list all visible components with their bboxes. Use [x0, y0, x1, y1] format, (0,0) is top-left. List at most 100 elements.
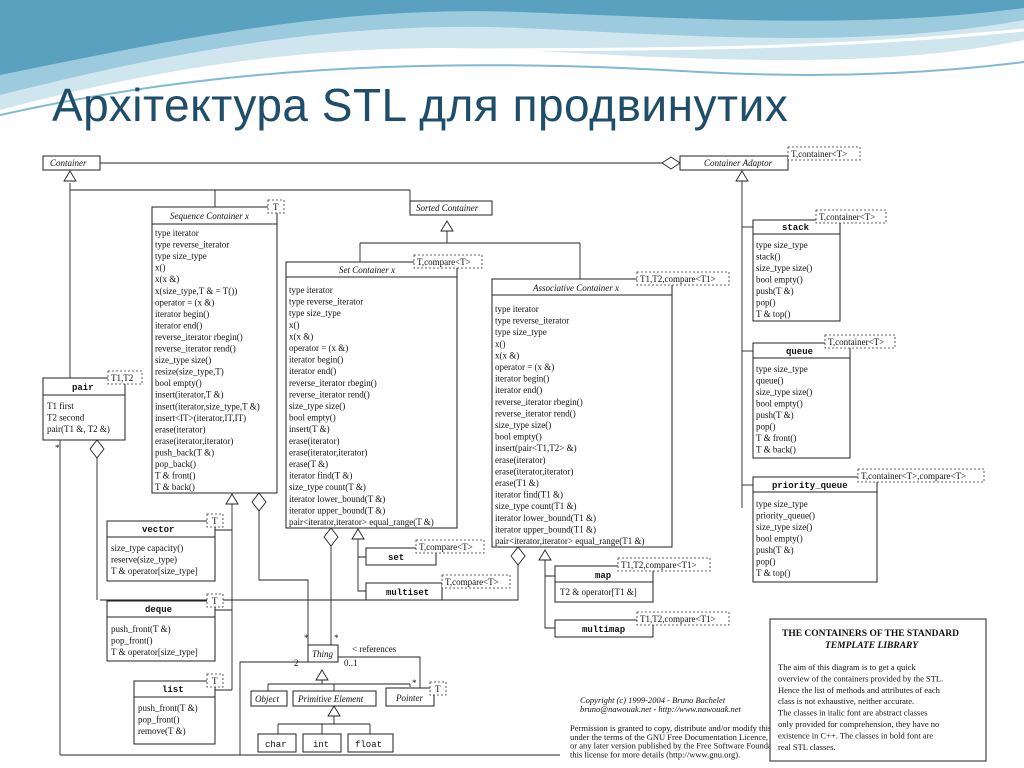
member-line: x(x &): [289, 331, 313, 341]
svg-text:bruno@nawouak.net - http://www: bruno@nawouak.net - http://www.nawouak.n…: [580, 704, 742, 714]
member-line: x(x &): [155, 274, 179, 284]
class-priority-queue: priority_queue T,container<T>,compare<T>…: [753, 469, 984, 582]
member-line: resize(size_type,T): [155, 367, 224, 377]
member-line: x(size_type,T & = T()): [155, 286, 237, 296]
member-line: iterator end(): [495, 385, 542, 395]
member-line: erase(iterator,iterator): [155, 436, 233, 446]
class-set-container: Set Container x T,compare<T> type iterat…: [286, 255, 482, 528]
member-line: push(T &): [756, 545, 794, 555]
member-line: bool empty(): [495, 432, 542, 442]
member-line: bool empty(): [756, 534, 803, 544]
member-line: type size_type: [756, 240, 808, 250]
class-stack: stack T,container<T> type size_typestack…: [753, 210, 886, 321]
member-line: erase(iterator): [289, 436, 339, 446]
member-line: type reverse_iterator: [155, 240, 229, 250]
class-float: float: [348, 734, 393, 752]
class-map: map T1,T2,compare<T1> T2 & operator[T1 &…: [555, 558, 710, 602]
svg-text:Primitive Element: Primitive Element: [297, 694, 364, 704]
member-line: iterator begin(): [495, 374, 549, 384]
member-line: size_type count(T &): [289, 482, 366, 492]
svg-text:queue: queue: [786, 347, 813, 357]
member-line: type iterator: [495, 304, 539, 314]
member-line: type size_type: [289, 308, 341, 318]
member-line: reserve(size_type): [111, 555, 177, 565]
svg-text:stack: stack: [782, 223, 810, 233]
svg-text:T,compare<T>: T,compare<T>: [417, 257, 471, 267]
member-line: The aim of this diagram is to get a quic…: [778, 662, 916, 672]
member-line: size_type size(): [756, 387, 812, 397]
member-line: x(x &): [495, 350, 519, 360]
svg-text:pair: pair: [72, 383, 94, 393]
svg-text:Sequence Container x: Sequence Container x: [170, 211, 249, 221]
member-line: x(): [155, 263, 166, 273]
member-line: size_type size(): [756, 522, 812, 532]
member-line: remove(T &): [138, 726, 186, 736]
svg-text:char: char: [265, 740, 287, 750]
class-set: set T,compare<T>: [366, 540, 484, 565]
svg-text:int: int: [313, 740, 329, 750]
member-line: pop_front(): [111, 636, 153, 646]
member-line: this license for more details (http://ww…: [570, 749, 740, 759]
svg-text:*: *: [304, 633, 309, 643]
slide-title: Архітектура STL для продвинутих: [52, 78, 788, 132]
class-associative-container: Associative Container x T1,T2,compare<T1…: [492, 272, 729, 547]
svg-text:T2 & operator[T1 &]: T2 & operator[T1 &]: [560, 587, 637, 597]
class-pair: pair T1,T2 T1 firstT2 secondpair(T1 &, T…: [43, 371, 142, 453]
member-line: iterator lower_bound(T &): [289, 494, 385, 504]
member-line: reverse_iterator rend(): [289, 389, 370, 399]
member-line: type size_type: [756, 364, 808, 374]
member-line: iterator begin(): [155, 309, 209, 319]
info-box: THE CONTAINERS OF THE STANDARD TEMPLATE …: [770, 619, 986, 761]
member-line: pop(): [756, 557, 776, 567]
member-line: iterator find(T &): [289, 471, 352, 481]
svg-text:Object: Object: [255, 694, 279, 704]
svg-text:2: 2: [294, 658, 299, 668]
member-line: overview of the containers provided by t…: [778, 673, 943, 683]
member-line: push_front(T &): [111, 624, 171, 634]
member-line: erase(iterator): [495, 455, 545, 465]
svg-text:TEMPLATE LIBRARY: TEMPLATE LIBRARY: [825, 641, 919, 651]
member-line: type size_type: [756, 499, 808, 509]
class-vector: vector T size_type capacity()reserve(siz…: [107, 514, 223, 581]
svg-text:T1,T2: T1,T2: [111, 373, 133, 383]
member-line: erase(iterator): [155, 424, 205, 434]
member-line: T1 first: [47, 401, 74, 411]
member-line: insert<IT>(iterator,IT,IT): [155, 413, 246, 423]
svg-text:Thing: Thing: [312, 649, 334, 659]
member-line: T & back(): [155, 482, 195, 492]
member-line: type size_type: [155, 251, 207, 261]
svg-text:T,compare<T>: T,compare<T>: [445, 577, 499, 587]
class-primitive-element: Primitive Element: [293, 691, 376, 706]
member-line: pair(T1 &, T2 &): [47, 424, 110, 434]
member-line: type reverse_iterator: [289, 297, 363, 307]
member-line: push_front(T &): [138, 703, 198, 713]
svg-text:*: *: [334, 633, 339, 643]
member-line: operator = (x &): [495, 362, 554, 372]
svg-text:map: map: [595, 571, 611, 581]
member-line: T & operator[size_type]: [111, 566, 198, 576]
member-line: reverse_iterator rend(): [155, 344, 236, 354]
member-line: class is not exhaustive, neither accurat…: [778, 696, 914, 706]
member-line: bool empty(): [289, 413, 336, 423]
svg-text:vector: vector: [142, 525, 174, 535]
info-box-body: The aim of this diagram is to get a quic…: [778, 662, 943, 752]
svg-text:T1,T2,compare<T1>: T1,T2,compare<T1>: [640, 274, 716, 284]
stl-class-diagram: Container Container Adaptor T,container<…: [0, 140, 1024, 768]
member-line: T & back(): [756, 445, 796, 455]
svg-text:T1,T2,compare<T1>: T1,T2,compare<T1>: [621, 560, 697, 570]
class-thing: Thing * * 2 0..1 < references: [294, 633, 397, 668]
member-line: pop_back(): [155, 459, 196, 469]
member-line: push(T &): [756, 286, 794, 296]
svg-text:Container: Container: [50, 158, 87, 168]
svg-text:list: list: [162, 685, 184, 695]
member-line: pop(): [756, 298, 776, 308]
member-line: pair<iterator,iterator> equal_range(T1 &…: [495, 536, 644, 546]
class-container: Container: [43, 156, 100, 170]
class-int: int: [303, 734, 341, 752]
member-line: pop(): [756, 422, 776, 432]
svg-text:T: T: [435, 684, 441, 694]
member-line: erase(iterator,iterator): [495, 466, 573, 476]
class-multimap: multimap T1,T2,compare<T1>: [555, 612, 729, 637]
member-line: reverse_iterator rbegin(): [495, 397, 583, 407]
member-line: iterator upper_bound(T1 &): [495, 524, 596, 534]
